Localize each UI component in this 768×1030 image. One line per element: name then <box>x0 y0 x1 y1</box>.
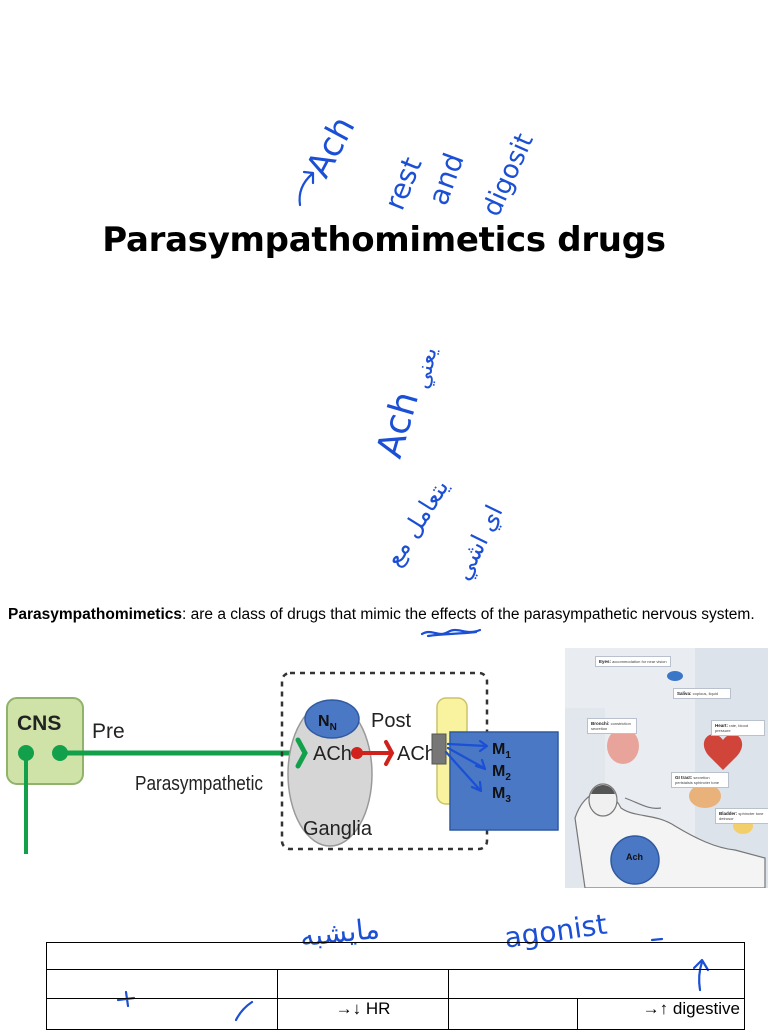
muscarinic-receptor-box <box>449 731 559 831</box>
ink-arrow-m1 <box>446 739 489 753</box>
table-cell <box>46 969 278 999</box>
ink-arrow-m2 <box>446 746 487 771</box>
ink-arrow-up <box>298 170 315 207</box>
card-bladder: Bladder: sphincter tone detrusor <box>715 808 768 824</box>
ink-ach-middle: Ach <box>369 387 427 462</box>
definition-text-before: : are a class of drugs that <box>182 606 361 623</box>
table-cell <box>277 969 449 999</box>
card-eyes: Eyes: accommodation for near vision <box>595 656 671 667</box>
card-saliva: Saliva: copious, liquid <box>673 688 731 699</box>
handwritten-notes-top: Ach rest and digosit يعني Ach يتعامل مع … <box>298 110 540 585</box>
ink-underline-mimic <box>420 628 482 638</box>
ink-dash <box>650 937 664 942</box>
heart-icon <box>703 734 743 770</box>
parasympathetic-label: Parasympathetic <box>135 773 263 795</box>
definition-highlight: mimic <box>360 606 401 623</box>
cns-box <box>6 697 84 785</box>
ganglia-label: Ganglia <box>303 818 373 840</box>
ink-arabic-3: اي اشي <box>448 501 508 585</box>
parasympathetic-pathway-diagram: CNS Pre Parasympathetic NN Post ACh ACh … <box>6 671 559 854</box>
receptor-m1: M1 <box>492 741 511 761</box>
page-title: Parasympathomimetics drugs <box>102 220 666 260</box>
table-header-cell <box>46 942 745 970</box>
lungs-icon <box>607 728 639 764</box>
post-label: Post <box>371 710 411 732</box>
table-row: →↓ HR →↑ digestive <box>46 998 745 1030</box>
definition-term: Parasympathomimetics <box>8 606 183 623</box>
ink-arrow-m3 <box>444 750 483 793</box>
table-row <box>46 942 745 970</box>
table-cell-digestive: →↑ digestive <box>577 998 745 1030</box>
card-heart: Heart: rate, blood pressure <box>711 720 765 736</box>
ach-badge <box>610 835 660 885</box>
illustration-drawing: Ach <box>565 648 768 888</box>
ink-arabic-1: يعني <box>409 345 442 391</box>
pre-terminal <box>295 737 308 769</box>
pre-label: Pre <box>92 720 125 743</box>
table-cell-hr: →↓ HR <box>277 998 449 1030</box>
ink-digest: digosit <box>477 129 540 221</box>
ink-arabic-2: يتعامل مع <box>379 474 454 571</box>
post-terminal <box>384 740 395 766</box>
card-gi-tract: GI tract: secretion peristalsis sphincte… <box>671 772 729 788</box>
table-cell <box>46 998 278 1030</box>
nn-receptor <box>304 699 360 739</box>
receptor-m3: M3 <box>492 785 511 805</box>
definition-text-after: the effects of the parasympathetic nervo… <box>400 606 755 623</box>
effects-table: →↓ HR →↑ digestive <box>46 942 745 1030</box>
ach-badge-label: Ach <box>626 852 643 862</box>
eye-icon <box>667 671 683 681</box>
table-cell <box>448 969 745 999</box>
ach-left-label: ACh <box>313 743 352 765</box>
cns-label: CNS <box>17 712 61 735</box>
receptor-m2: M2 <box>492 763 511 783</box>
definition-paragraph: Parasympathomimetics: are a class of dru… <box>8 604 760 626</box>
parasympathetic-effects-illustration: Ach Eyes: accommodation for near vision … <box>565 648 768 888</box>
stomach-icon <box>689 784 721 808</box>
table-cell <box>448 998 578 1030</box>
ach-right-label: ACh <box>397 743 436 765</box>
cns-node-right <box>52 745 68 761</box>
receptor-site <box>431 733 447 765</box>
ink-rest: rest <box>378 152 429 214</box>
ink-and: and <box>422 149 471 210</box>
table-row <box>46 969 745 999</box>
nn-label: NN <box>318 713 337 733</box>
card-bronchi: Bronchi: constriction secretion <box>587 718 637 734</box>
